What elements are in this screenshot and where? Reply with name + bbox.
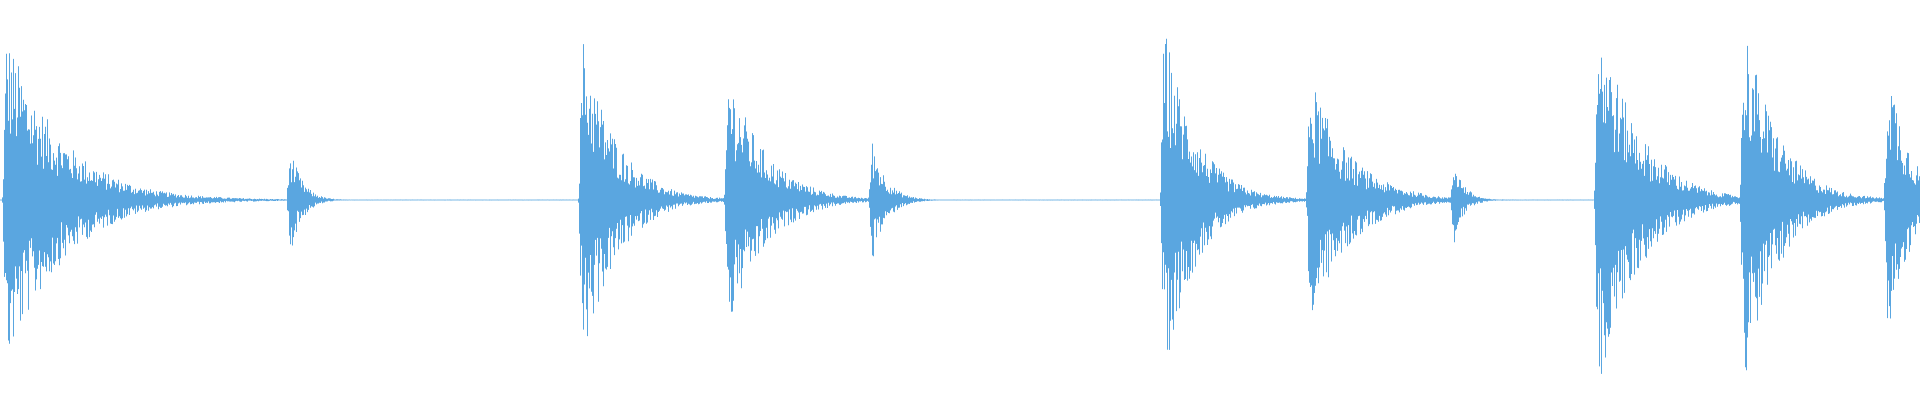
- waveform-path: [0, 38, 1920, 374]
- waveform-samples: [0, 38, 1920, 374]
